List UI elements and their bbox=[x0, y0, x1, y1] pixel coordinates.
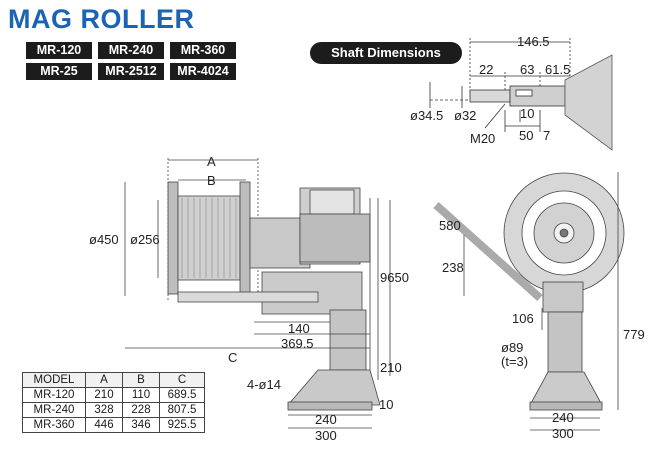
shaft-dim-50: 50 bbox=[519, 128, 534, 143]
front-dim-9650: 9650 bbox=[380, 270, 409, 285]
side-dim-300: 300 bbox=[552, 426, 574, 441]
cell-a: 328 bbox=[85, 402, 123, 418]
front-dim-bolt: 4-ø14 bbox=[247, 377, 281, 392]
cell-c: 807.5 bbox=[159, 402, 205, 418]
shaft-dim-22: 22 bbox=[479, 62, 494, 77]
cell-model: MR-240 bbox=[22, 402, 86, 418]
table-row: MR-240 328 228 807.5 bbox=[22, 402, 205, 418]
shaft-dim-10: 10 bbox=[520, 106, 535, 121]
front-dim-d450: ø450 bbox=[89, 232, 119, 247]
shaft-dimensions-label: Shaft Dimensions bbox=[310, 42, 462, 64]
side-dim-thickness: (t=3) bbox=[501, 354, 529, 369]
table-row: MR-120 210 110 689.5 bbox=[22, 387, 205, 403]
side-view-drawing bbox=[433, 172, 625, 431]
cell-c: 689.5 bbox=[159, 387, 205, 403]
side-dim-580: 580 bbox=[439, 218, 461, 233]
cell-b: 346 bbox=[122, 417, 160, 433]
shaft-dim-146-5: 146.5 bbox=[517, 34, 550, 49]
cell-a: 446 bbox=[85, 417, 123, 433]
side-dim-238: 238 bbox=[442, 260, 464, 275]
model-chip: MR-120 bbox=[26, 42, 92, 59]
cell-b: 110 bbox=[122, 387, 160, 403]
col-header-model: MODEL bbox=[22, 372, 86, 388]
front-dim-d256: ø256 bbox=[130, 232, 160, 247]
shaft-dim-63: 63 bbox=[520, 62, 535, 77]
front-dim-10: 10 bbox=[379, 397, 394, 412]
table-header-row: MODEL A B C bbox=[22, 372, 205, 388]
shaft-dim-d34-5: ø34.5 bbox=[410, 108, 444, 123]
model-chip: MR-360 bbox=[170, 42, 236, 59]
model-chip: MR-2512 bbox=[98, 63, 164, 80]
front-dim-a: A bbox=[207, 154, 216, 169]
cell-c: 925.5 bbox=[159, 417, 205, 433]
front-dim-240: 240 bbox=[315, 412, 337, 427]
side-dim-779: 779 bbox=[623, 327, 645, 342]
col-header-c: C bbox=[159, 372, 205, 388]
side-dim-240: 240 bbox=[552, 410, 574, 425]
front-dim-c: C bbox=[228, 350, 238, 365]
cell-b: 228 bbox=[122, 402, 160, 418]
model-chip: MR-25 bbox=[26, 63, 92, 80]
shaft-dim-61-5: 61.5 bbox=[545, 62, 571, 77]
shaft-dim-d32: ø32 bbox=[454, 108, 477, 123]
shaft-detail-drawing bbox=[429, 38, 613, 151]
page-title: MAG ROLLER bbox=[8, 4, 195, 34]
front-dim-210: 210 bbox=[380, 360, 402, 375]
table-row: MR-360 446 346 925.5 bbox=[22, 417, 205, 433]
model-chip: MR-4024 bbox=[170, 63, 236, 80]
front-view-drawing bbox=[124, 158, 391, 429]
front-dim-140: 140 bbox=[288, 321, 310, 336]
front-dim-300: 300 bbox=[315, 428, 337, 443]
cell-model: MR-360 bbox=[22, 417, 86, 433]
cell-model: MR-120 bbox=[22, 387, 86, 403]
front-dim-b: B bbox=[207, 173, 216, 188]
col-header-a: A bbox=[85, 372, 123, 388]
side-dim-106: 106 bbox=[512, 311, 534, 326]
col-header-b: B bbox=[122, 372, 160, 388]
spec-table: MODEL A B C MR-120 210 110 689.5 MR-240 … bbox=[22, 372, 205, 433]
front-dim-369-5: 369.5 bbox=[281, 336, 314, 351]
side-dim-d89: ø89 bbox=[501, 340, 524, 355]
model-chip: MR-240 bbox=[98, 42, 164, 59]
shaft-dim-7: 7 bbox=[543, 128, 551, 143]
cell-a: 210 bbox=[85, 387, 123, 403]
shaft-dim-m20: M20 bbox=[470, 131, 496, 146]
